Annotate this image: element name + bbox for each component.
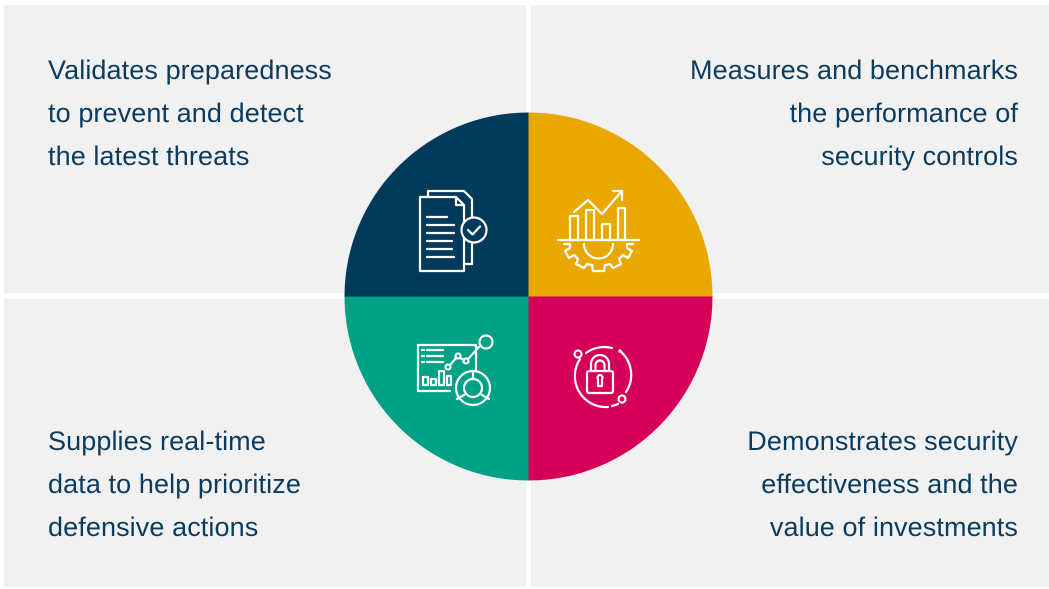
text-line: Supplies real-time (48, 426, 266, 456)
text-validates-preparedness: Validates preparedness to prevent and de… (48, 49, 332, 178)
text-demonstrates-security: Demonstrates security effectiveness and … (747, 420, 1018, 549)
text-line: data to help prioritize (48, 469, 301, 499)
quadrant-wheel (344, 112, 713, 481)
quadrant-bottom-left (344, 296, 529, 481)
text-measures-benchmarks: Measures and benchmarks the performance … (690, 49, 1018, 178)
text-line: to prevent and detect (48, 98, 304, 128)
text-line: the latest threats (48, 141, 250, 171)
text-line: security controls (821, 141, 1018, 171)
document-checkmark-icon (418, 189, 488, 273)
text-line: Validates preparedness (48, 55, 332, 85)
text-line: value of investments (769, 512, 1018, 542)
text-line: effectiveness and the (761, 469, 1018, 499)
padlock-cycle-icon (573, 345, 633, 409)
quadrant-top-right (528, 112, 713, 297)
text-supplies-real-time: Supplies real-time data to help prioriti… (48, 420, 301, 549)
text-line: Demonstrates security (747, 426, 1018, 456)
chart-gear-icon (556, 189, 641, 273)
text-line: the performance of (789, 98, 1018, 128)
text-line: Measures and benchmarks (690, 55, 1018, 85)
quadrant-bottom-right (528, 296, 713, 481)
text-line: defensive actions (48, 512, 259, 542)
dashboard-analytics-icon (416, 334, 494, 407)
